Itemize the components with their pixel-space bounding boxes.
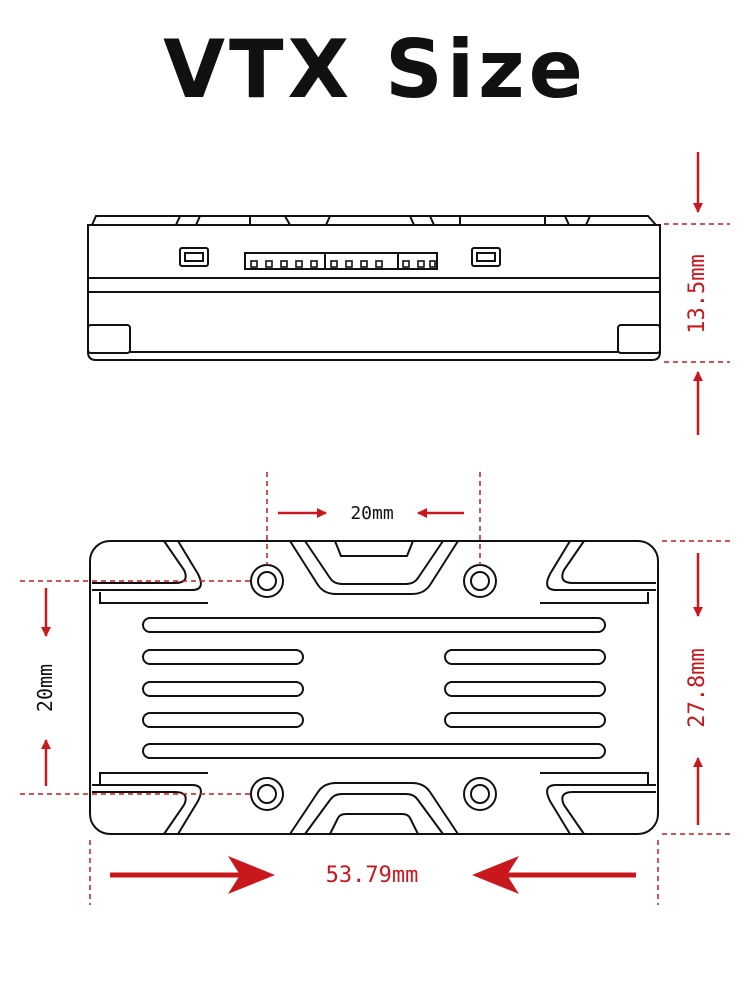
side-view — [87, 215, 661, 361]
length-dimension — [110, 856, 636, 894]
cooling-fins — [142, 617, 606, 759]
connector-pins — [250, 260, 436, 268]
hole-extension-lines — [20, 472, 732, 905]
top-view — [89, 540, 659, 835]
width-label: 27.8mm — [685, 648, 710, 727]
length-label: 53.79mm — [326, 863, 419, 888]
mounting-holes — [250, 564, 497, 811]
page-title: VTX Size — [163, 23, 587, 116]
height-extension-lines — [664, 223, 730, 363]
hole-spacing-y-label: 20mm — [33, 664, 57, 712]
height-label: 13.5mm — [685, 254, 710, 333]
hole-spacing-x-label: 20mm — [350, 503, 393, 524]
